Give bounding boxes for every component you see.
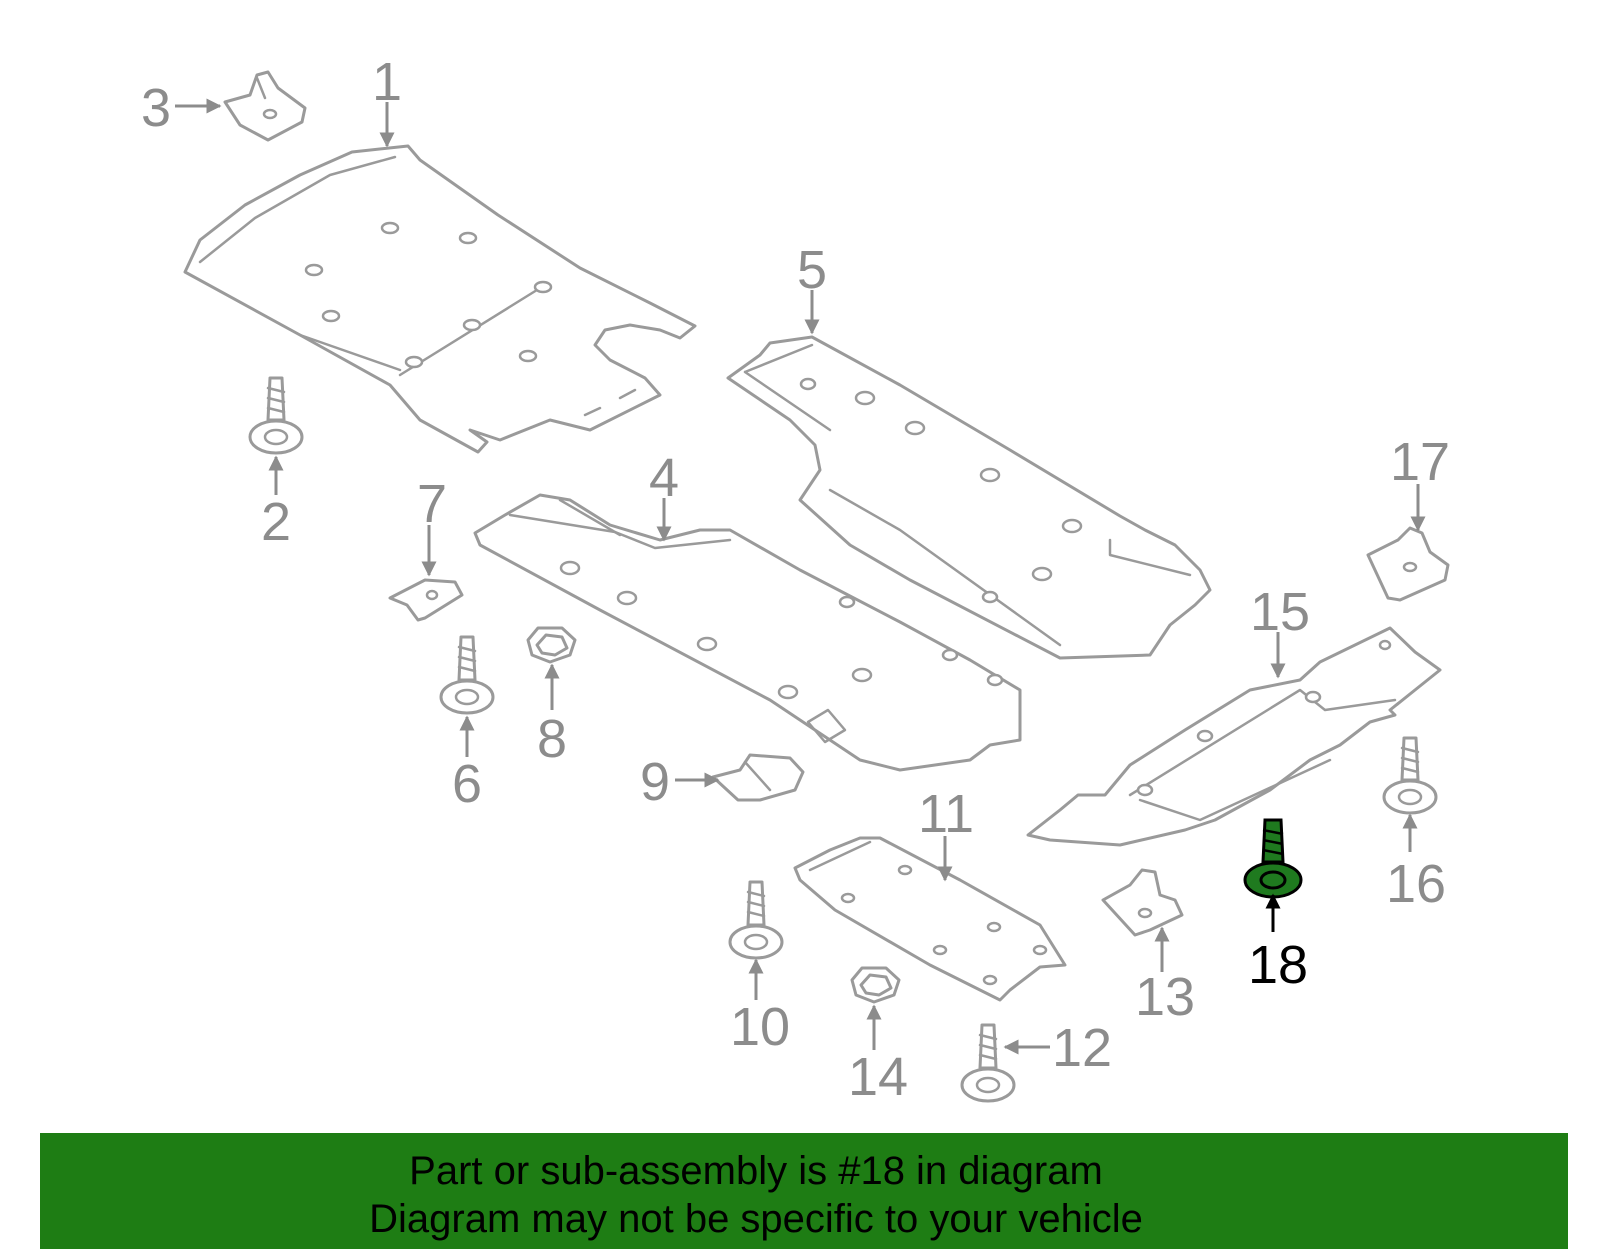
banner-line-disclaimer: Diagram may not be specific to your vehi… (369, 1197, 1143, 1241)
callout-17[interactable]: 17 (1390, 432, 1450, 492)
callout-9[interactable]: 9 (640, 752, 670, 812)
part-6-bolt[interactable] (439, 635, 495, 715)
part-10-bolt[interactable] (728, 880, 784, 960)
callout-7[interactable]: 7 (417, 474, 447, 534)
callout-4[interactable]: 4 (649, 448, 679, 508)
callout-5[interactable]: 5 (797, 240, 827, 300)
info-banner: Part or sub-assembly is #18 in diagram D… (40, 1133, 1568, 1249)
banner-line-part: Part or sub-assembly is #18 in diagram (409, 1149, 1103, 1193)
callout-14[interactable]: 14 (848, 1047, 908, 1107)
part-13-bracket[interactable] (1101, 868, 1184, 937)
part-17-bracket[interactable] (1366, 526, 1450, 602)
part-14-nut[interactable] (850, 966, 901, 1004)
callout-16[interactable]: 16 (1386, 854, 1446, 914)
part-12-bolt[interactable] (960, 1023, 1016, 1103)
callout-11[interactable]: 11 (918, 784, 974, 844)
leader-lines (175, 98, 1426, 1055)
callout-10[interactable]: 10 (730, 997, 790, 1057)
part-9-bracket[interactable] (711, 753, 805, 802)
callout-3[interactable]: 3 (141, 78, 171, 138)
part-3-bracket[interactable] (223, 70, 307, 142)
callout-1[interactable]: 1 (372, 52, 402, 112)
part-11-cover[interactable] (793, 836, 1067, 1002)
callout-labels: 1 2 3 4 5 6 7 8 9 10 11 12 13 14 15 16 1… (141, 52, 1450, 1107)
part-8-nut[interactable] (526, 626, 577, 664)
part-7-clip[interactable] (388, 578, 464, 622)
callout-18-highlighted[interactable]: 18 (1248, 935, 1308, 995)
part-16-bolt[interactable] (1382, 736, 1438, 815)
callout-2[interactable]: 2 (261, 492, 291, 552)
callout-13[interactable]: 13 (1135, 967, 1195, 1027)
callout-8[interactable]: 8 (537, 709, 567, 769)
callout-15[interactable]: 15 (1250, 582, 1310, 642)
part-5-under-cover[interactable] (726, 335, 1212, 660)
part-2-bolt[interactable] (248, 376, 304, 455)
part-15-cover[interactable] (1026, 626, 1442, 847)
callout-12[interactable]: 12 (1052, 1018, 1112, 1078)
part-1-under-cover[interactable] (183, 144, 697, 454)
part-4-side-cover[interactable] (473, 493, 1022, 772)
part-18-bolt-highlighted[interactable] (1243, 818, 1303, 899)
callout-6[interactable]: 6 (452, 754, 482, 814)
